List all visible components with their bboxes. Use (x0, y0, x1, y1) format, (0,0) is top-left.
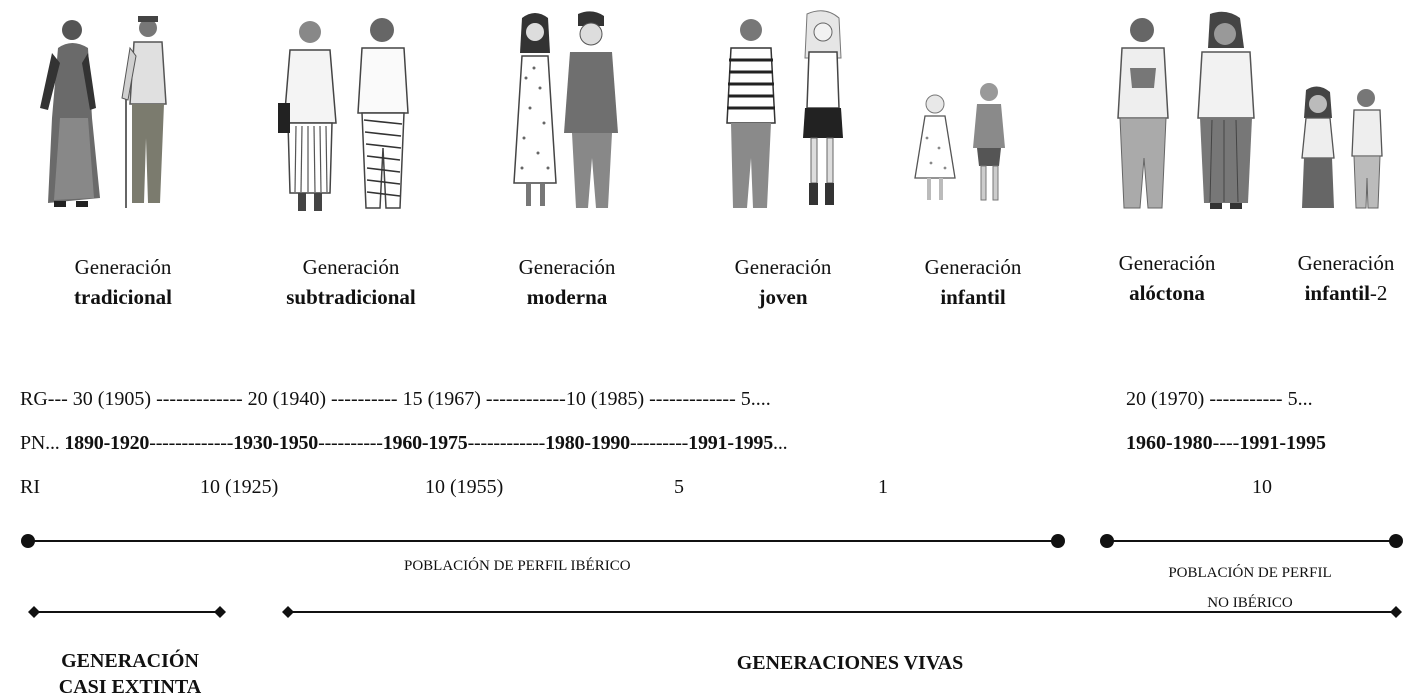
extinct-generation-line (28, 606, 226, 618)
generation-prefix: Generación (734, 255, 832, 279)
pn-segment: ------------- (149, 432, 234, 454)
pn-segment: ---------- (318, 432, 383, 454)
woman-figure (40, 20, 100, 207)
iberian-population-label: POBLACIÓN DE PERFIL IBÉRICO (404, 558, 631, 574)
young-woman-figure (803, 10, 843, 205)
line-endpoint (282, 606, 294, 618)
child-generation-illustration (914, 83, 1005, 201)
allochthonous-generation-illustration (1117, 11, 1255, 209)
pn-row-non-iberian: 1960-1980----1991-1995 (1126, 432, 1326, 455)
ri-value: 10 (1955) (425, 476, 504, 498)
generation-prefix: Generación (302, 255, 400, 279)
rg-row-iberian: RG--- 30 (1905) ------------- 20 (1940) … (20, 388, 771, 410)
girl-figure (1301, 86, 1335, 208)
generation-prefix: Generación (1297, 251, 1395, 275)
man-figure (564, 11, 618, 208)
generation-label-modern: Generación moderna (492, 252, 642, 312)
rg-row-non-iberian: 20 (1970) ----------- 5... (1126, 388, 1313, 410)
line-endpoint (1051, 534, 1065, 548)
line-endpoint (1390, 606, 1402, 618)
ri-value: 5 (674, 476, 684, 498)
girl-figure (914, 94, 956, 200)
pn-row-iberian: PN... 1890-1920-------------1930-1950---… (20, 432, 788, 455)
pn-period: 1930-1950 (233, 432, 319, 454)
living-generations-label: GENERACIONES VIVAS (736, 652, 964, 674)
extinct-label-line2: CASI EXTINTA (58, 676, 202, 698)
generation-label-subtraditional: Generación subtradicional (256, 252, 446, 312)
generation-suffix: -2 (1369, 281, 1388, 305)
pn-segment: ... (773, 432, 788, 454)
pn-row-label: PN (20, 432, 46, 454)
woman-figure (1197, 11, 1255, 209)
generation-label-allochthonous: Generación alóctona (1092, 248, 1242, 308)
traditional-generation-illustration (40, 16, 167, 208)
generation-label-young: Generación joven (708, 252, 858, 312)
generation-label-traditional: Generación tradicional (38, 252, 208, 312)
generation-prefix: Generación (1118, 251, 1216, 275)
child-2-generation-illustration (1301, 86, 1383, 209)
ri-row-label: RI (20, 476, 40, 498)
generation-name: alóctona (1129, 281, 1205, 305)
pn-period: 1890-1920 (64, 432, 150, 454)
generation-name: joven (758, 285, 808, 309)
iberian-population-line (21, 534, 1065, 548)
line-endpoint (1100, 534, 1114, 548)
non-iberian-population-line (1100, 534, 1403, 548)
non-iberian-label-line1: POBLACIÓN DE PERFIL (1168, 565, 1332, 581)
line-endpoint (21, 534, 35, 548)
extinct-label-line1: GENERACIÓN (61, 650, 199, 672)
pn-segment: ... (45, 432, 65, 454)
generation-name: infantil (940, 285, 1006, 309)
generation-name: infantil (1304, 281, 1370, 305)
young-man-figure (726, 19, 776, 208)
generation-label-child: Generación infantil (898, 252, 1048, 312)
pn-period: 1991-1995 (688, 432, 774, 454)
line-endpoint (214, 606, 226, 618)
generation-prefix: Generación (74, 255, 172, 279)
non-iberian-population-label: POBLACIÓN DE PERFIL NO IBÉRICO (1130, 558, 1370, 618)
pn-segment: --------- (630, 432, 689, 454)
generation-prefix: Generación (924, 255, 1022, 279)
subtraditional-generation-illustration (278, 18, 409, 211)
man-figure (357, 18, 409, 209)
boy-figure (973, 83, 1005, 201)
generation-prefix: Generación (518, 255, 616, 279)
man-figure (1117, 18, 1169, 209)
generation-name: tradicional (74, 285, 172, 309)
man-with-cane-figure (121, 16, 167, 208)
ri-value: 10 (1252, 476, 1272, 498)
extinct-generation-label: GENERACIÓN CASI EXTINTA (40, 648, 220, 700)
line-endpoint (28, 606, 40, 618)
pn-segment: ------------ (467, 432, 546, 454)
generation-name: moderna (526, 285, 608, 309)
woman-figure (278, 21, 337, 211)
living-generations-line (282, 606, 1402, 618)
pn-period: 1960-1980 (1126, 432, 1213, 454)
generation-label-child-2: Generación infantil-2 (1276, 248, 1416, 308)
boy-figure (1351, 89, 1383, 209)
young-generation-illustration (726, 10, 843, 208)
line-endpoint (1389, 534, 1403, 548)
ri-value: 1 (878, 476, 888, 498)
pn-period: 1980-1990 (545, 432, 630, 454)
pn-period: 1960-1975 (382, 432, 468, 454)
ri-value: 10 (1925) (200, 476, 279, 498)
pn-period: 1991-1995 (1239, 432, 1326, 454)
modern-generation-illustration (513, 11, 618, 208)
pn-segment: ---- (1212, 432, 1240, 454)
non-iberian-label-line2: NO IBÉRICO (1207, 595, 1293, 611)
woman-figure (513, 13, 557, 206)
generation-name: subtradicional (286, 285, 416, 309)
